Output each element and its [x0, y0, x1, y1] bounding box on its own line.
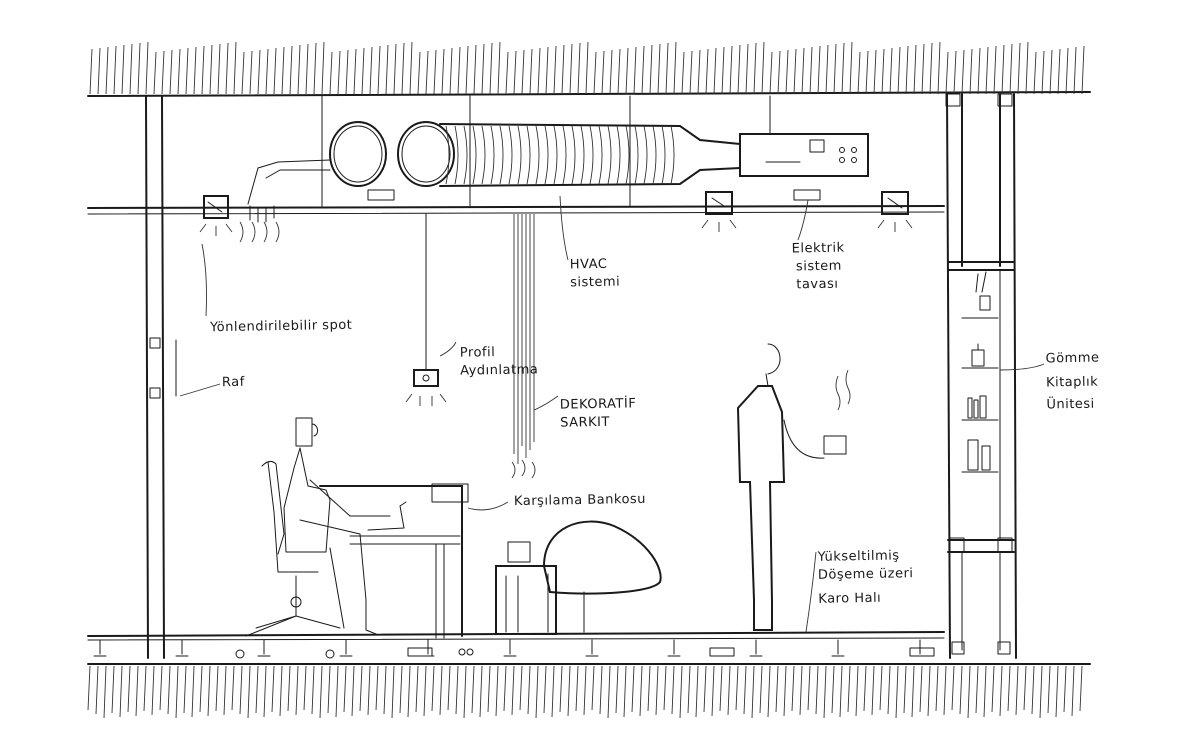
decorative-pendant-label-line1: DEKORATİF: [559, 396, 637, 413]
right-wall: [945, 93, 1017, 659]
left-column: [145, 95, 177, 659]
raised-floor-label-line3: Karo Halı: [818, 590, 882, 607]
seated-person: [235, 417, 391, 659]
hvac-duct: [239, 121, 741, 243]
spot-label: Yönlendirilebilir spot: [209, 317, 353, 336]
lounge-area: [495, 520, 662, 635]
profile-light-label-line1: Profil: [459, 345, 496, 361]
hvac-label-line1: HVAC: [569, 256, 608, 273]
bookshelf-label-line3: Ünitesi: [1046, 396, 1095, 413]
spotlights: [199, 191, 913, 236]
decorative-pendant-label-line2: SARKIT: [560, 414, 610, 431]
profile-light-label-line2: Aydınlatma: [460, 362, 539, 379]
bookshelf-label-line2: Kitaplık: [1045, 374, 1099, 391]
bookshelf-label: Gömme Kitaplık Ünitesi: [1045, 350, 1100, 415]
electrical-tray-label-line3: tavası: [796, 276, 839, 293]
electrical-tray-label-line2: sistem: [795, 258, 843, 275]
reception-desk-label: Karşılama Bankosu: [513, 491, 647, 510]
hvac-unit: [739, 133, 869, 177]
raf-label: Raf: [221, 374, 245, 391]
standing-person: [736, 343, 851, 631]
decorative-pendant: [511, 214, 536, 479]
raised-floor: [87, 631, 945, 657]
hvac-label: HVAC sistemi: [570, 256, 621, 293]
suspended-ceiling: [87, 95, 945, 215]
cable-tray: [367, 189, 821, 201]
electrical-tray-label-line1: Elektrik: [791, 240, 845, 257]
bookshelf-label-line1: Gömme: [1045, 350, 1100, 367]
floor-slab: [87, 663, 1091, 719]
decorative-pendant-label: DEKORATİF SARKIT: [560, 395, 637, 432]
reception-desk: [319, 483, 469, 639]
ceiling-slab: [87, 41, 1091, 97]
raised-floor-label-line2: Döşeme üzeri: [817, 566, 914, 583]
hvac-label-line2: sistemi: [570, 274, 621, 291]
profile-light: [405, 213, 447, 406]
raised-floor-label-line1: Yükseltilmiş: [817, 548, 900, 565]
leader-lines: [179, 195, 1045, 633]
raised-floor-label: Yükseltilmiş Döşeme üzeri Karo Halı: [817, 547, 914, 609]
profile-light-label: Profil Aydınlatma: [460, 343, 539, 380]
electrical-tray-label: Elektrik sistem tavası: [792, 240, 846, 295]
